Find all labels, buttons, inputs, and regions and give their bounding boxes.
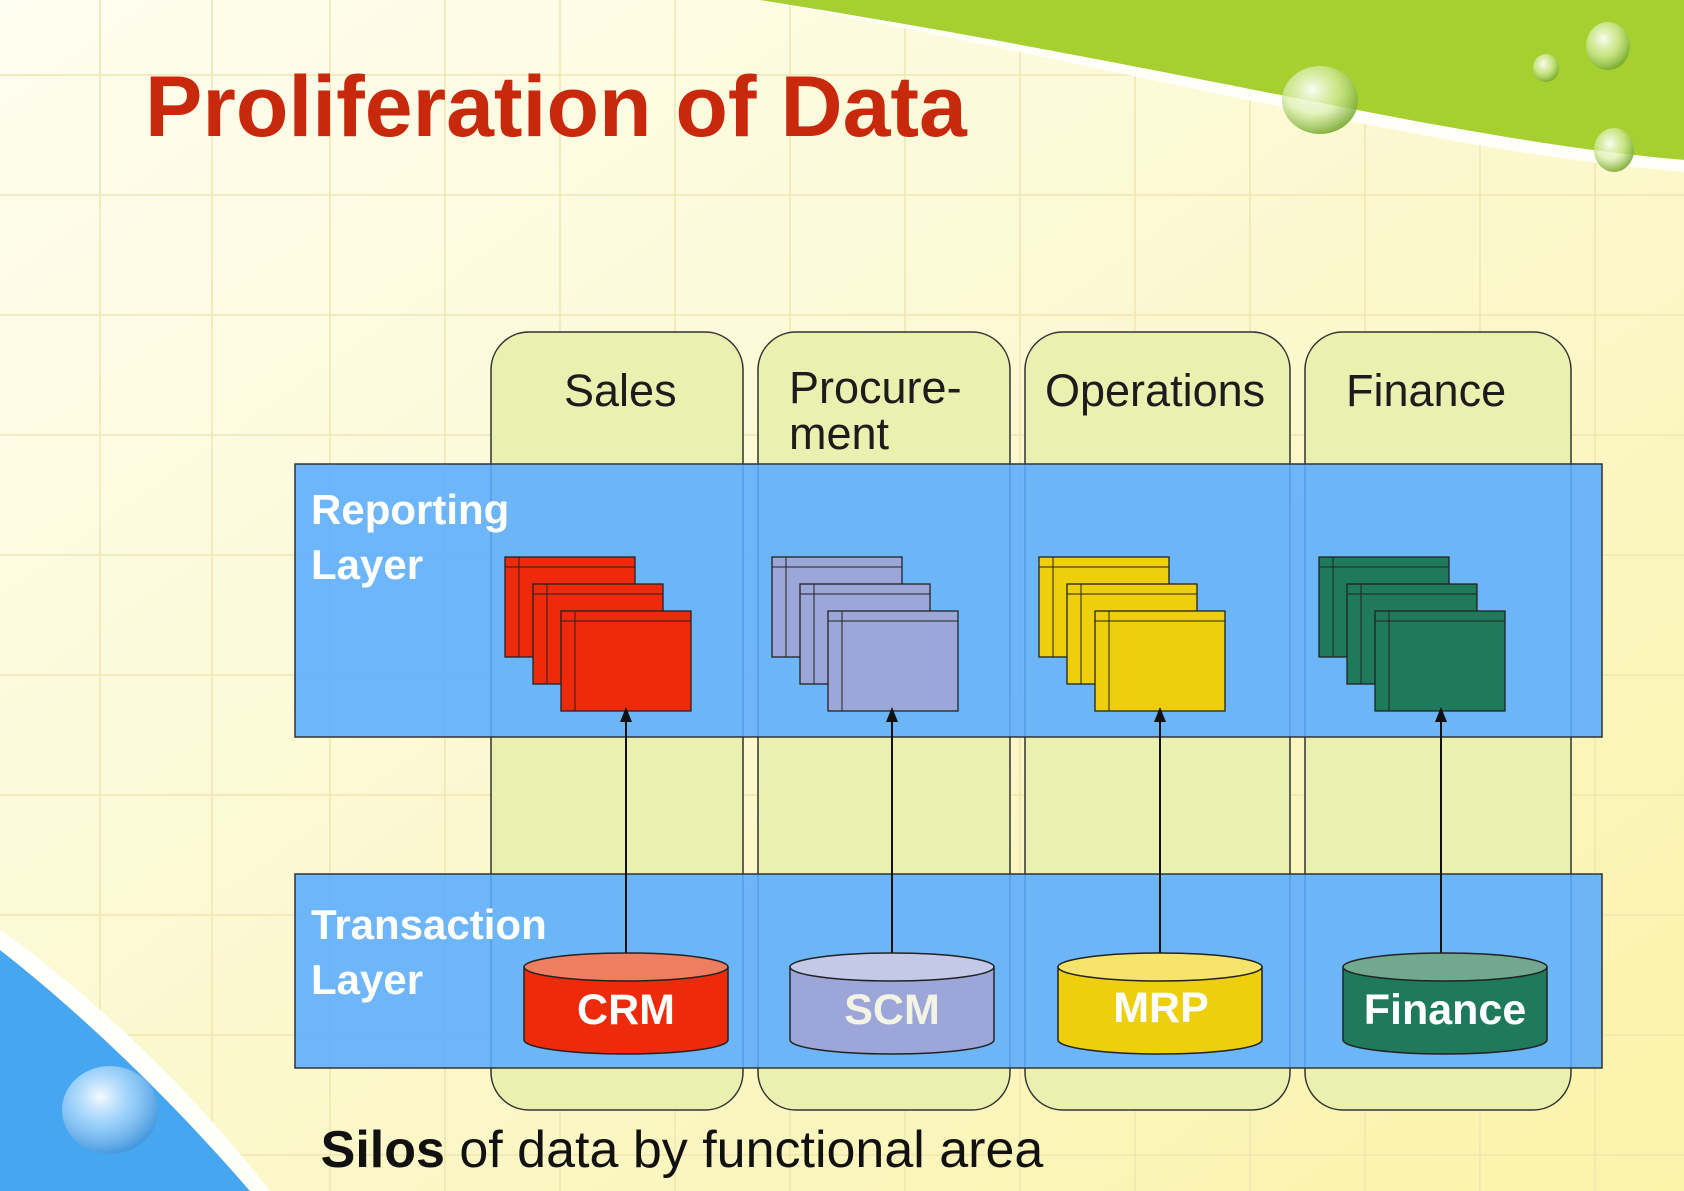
reporting-layer-label-line2: Layer <box>311 541 424 588</box>
arrow-finance <box>1435 707 1447 958</box>
db-label-mrp: MRP <box>1113 984 1209 1032</box>
db-label-finance: Finance <box>1363 986 1527 1034</box>
silo-label-operations-line1: Operations <box>1045 365 1266 416</box>
water-drop-bottom <box>62 1066 158 1154</box>
caption-rest: of data by functional area <box>444 1121 1044 1179</box>
silo-label-procurement-line1: Procure- <box>789 362 962 413</box>
database-procurement <box>789 952 995 1055</box>
silo-label-procurement: Procure- ment <box>789 365 962 457</box>
report-sheet-operations <box>1094 610 1226 712</box>
databases <box>523 952 1548 1055</box>
transaction-layer-label-line2: Layer <box>311 956 424 1003</box>
page-title: Proliferation of Data <box>145 59 967 155</box>
caption-bold: Silos <box>320 1121 445 1179</box>
arrow-operations <box>1154 707 1166 958</box>
report-sheet-sales <box>560 610 692 712</box>
transaction-layer-label-line1: Transaction <box>311 901 547 948</box>
green-swoosh-highlight <box>760 0 1684 172</box>
database-sales <box>523 952 729 1055</box>
reporting-layer-label: Reporting Layer <box>311 482 509 592</box>
report-sheet-finance <box>1374 610 1506 712</box>
database-finance <box>1342 952 1548 1055</box>
silo-label-sales-line1: Sales <box>564 365 677 416</box>
database-operations <box>1057 952 1263 1055</box>
db-label-crm: CRM <box>577 986 675 1034</box>
silo-label-operations: Operations <box>1045 368 1265 414</box>
water-drops-top <box>1282 22 1634 172</box>
blue-corner-highlight <box>0 930 270 1191</box>
silo-label-finance: Finance <box>1346 368 1506 414</box>
silo-label-sales: Sales <box>564 368 677 414</box>
arrow-procurement <box>886 707 898 958</box>
report-sheet-procurement <box>827 610 959 712</box>
green-swoosh <box>760 0 1684 160</box>
silo-label-procurement-line2: ment <box>789 408 890 459</box>
diagram-caption: Silos of data by functional area <box>0 1120 1684 1180</box>
connector-arrows <box>620 707 1447 958</box>
report-stacks <box>504 556 1506 712</box>
transaction-layer-label: Transaction Layer <box>311 897 547 1007</box>
arrow-sales <box>620 707 632 958</box>
db-label-scm: SCM <box>844 986 940 1034</box>
reporting-layer-label-line1: Reporting <box>311 486 510 533</box>
silo-label-finance-line1: Finance <box>1346 365 1507 416</box>
